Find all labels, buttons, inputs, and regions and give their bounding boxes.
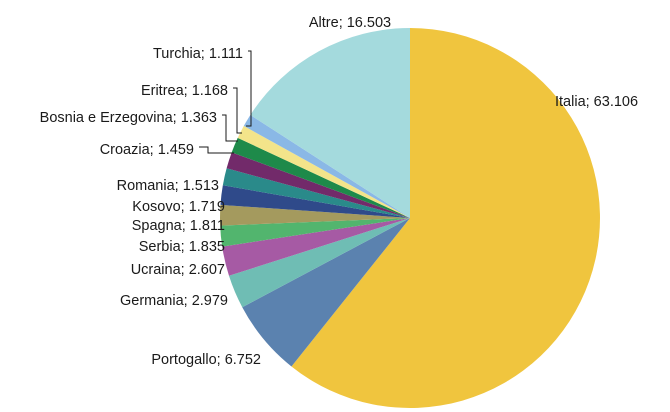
slice-label-kosovo: Kosovo; 1.719 (132, 199, 225, 215)
pie-slice-germania (228, 218, 410, 308)
leader-line-turchia (246, 50, 252, 127)
pie-slices (219, 28, 600, 408)
pie-slice-ucraina (222, 218, 410, 276)
slice-label-serbia: Serbia; 1.835 (139, 239, 225, 255)
pie-slice-spagna (219, 204, 410, 226)
leader-lines (199, 50, 252, 154)
leader-line-bosnia-e-erzegovina (222, 114, 238, 142)
pie-slice-kosovo (220, 185, 410, 218)
pie-slice-croazia (226, 152, 410, 218)
slice-label-bosnia-e-erzegovina: Bosnia e Erzegovina; 1.363 (40, 110, 217, 126)
pie-slice-romania (222, 168, 410, 218)
slice-label-germania: Germania; 2.979 (120, 293, 228, 309)
leader-line-eritrea (233, 87, 242, 134)
leader-line-croazia (199, 146, 234, 154)
pie-slice-portogallo (242, 218, 410, 367)
slice-label-altre: Altre; 16.503 (309, 15, 391, 31)
slice-label-romania: Romania; 1.513 (117, 178, 219, 194)
slice-label-portogallo: Portogallo; 6.752 (151, 352, 261, 368)
slice-label-turchia: Turchia; 1.111 (153, 46, 243, 62)
pie-slice-serbia (220, 218, 410, 247)
pie-slice-bosnia-e-erzegovina (231, 137, 410, 218)
slice-label-spagna: Spagna; 1.811 (132, 218, 225, 234)
slice-label-italia: Italia; 63.106 (555, 94, 638, 110)
pie-slice-altre (250, 28, 410, 218)
slice-label-croazia: Croazia; 1.459 (100, 142, 194, 158)
pie-slice-italia (291, 28, 600, 408)
slice-label-eritrea: Eritrea; 1.168 (141, 83, 228, 99)
pie-slice-eritrea (237, 125, 410, 218)
pie-slice-turchia (243, 114, 410, 218)
slice-label-ucraina: Ucraina; 2.607 (131, 262, 225, 278)
